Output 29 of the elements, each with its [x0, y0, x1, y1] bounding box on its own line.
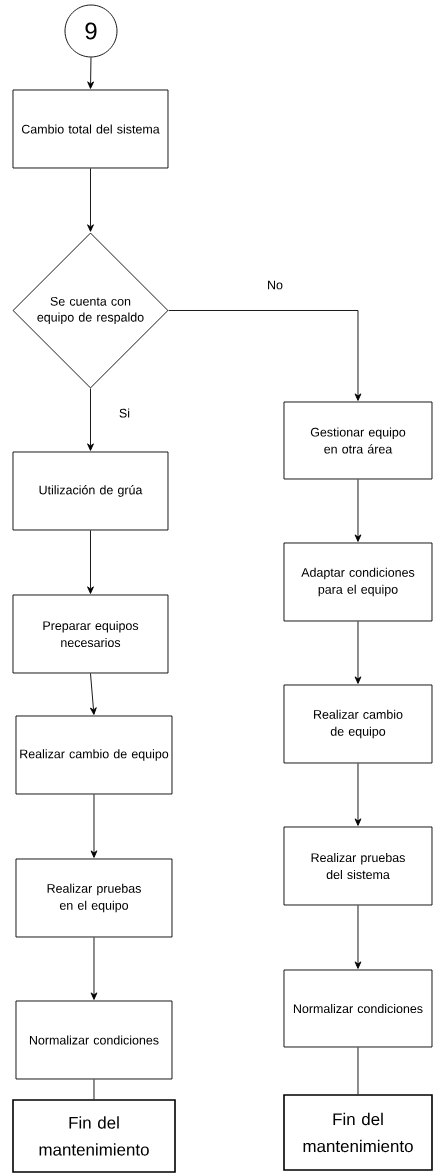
process-box: Normalizar condiciones — [283, 969, 433, 1048]
arrow — [354, 763, 362, 826]
process-box: Realizar pruebas en el equipo — [15, 858, 173, 938]
process-box: Adaptar condiciones para el equipo — [283, 542, 433, 622]
process-box: Utilización de grúa — [12, 451, 169, 531]
arrow — [90, 794, 98, 858]
arrow — [87, 168, 94, 232]
process-box: Realizar cambio de equipo — [283, 684, 433, 764]
end-box: Fin del mantenimiento — [283, 1094, 433, 1171]
process-box: Preparar equipos necesarios — [12, 594, 169, 674]
edge-label: Si — [117, 406, 132, 420]
end-box: Fin del mantenimiento — [12, 1099, 176, 1173]
arrow — [87, 388, 94, 451]
process-box: Cambio total del sistema — [12, 89, 169, 169]
process-box: Normalizar condiciones — [15, 1000, 173, 1080]
arrow — [90, 937, 98, 1000]
arrow — [354, 905, 362, 969]
process-box: Gestionar equipo en otra área — [283, 401, 433, 480]
arrow — [87, 530, 94, 594]
connector-line — [357, 1047, 359, 1095]
arrow — [87, 57, 94, 89]
process-box: Realizar cambio de equipo — [15, 715, 173, 795]
arrow — [90, 673, 97, 715]
arrow — [354, 621, 362, 684]
process-box: Realizar pruebas del sistema — [283, 826, 433, 906]
arrow — [354, 479, 362, 542]
edge-label: No — [265, 279, 285, 291]
arrow — [168, 310, 362, 401]
connector-line — [93, 1079, 95, 1100]
